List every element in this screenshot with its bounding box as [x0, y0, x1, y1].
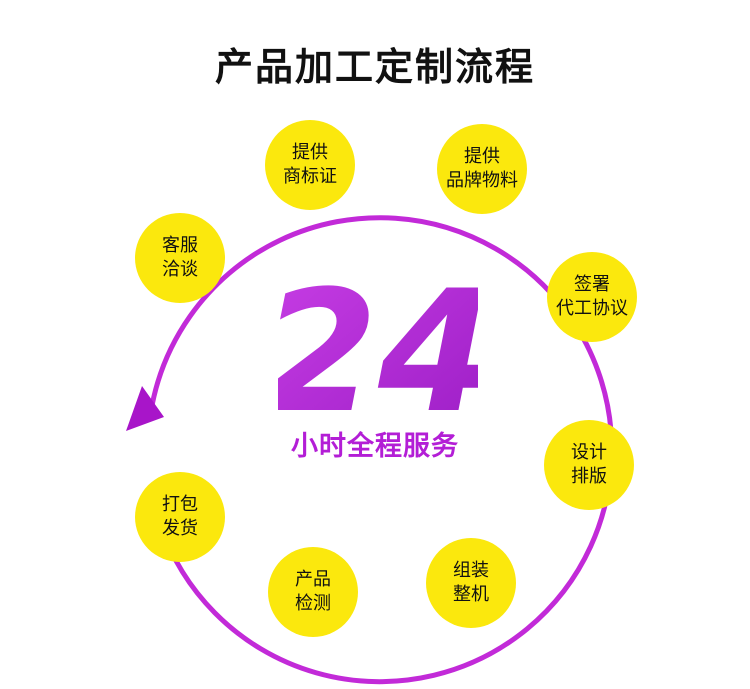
step-node-trademark: 提供 商标证 [265, 120, 355, 210]
step-label-line1: 提供 [464, 146, 500, 167]
step-label-line1: 产品 [295, 569, 331, 590]
step-label-line1: 客服 [162, 235, 198, 256]
step-label-line2: 排版 [571, 466, 607, 487]
cycle-arrowhead-icon [126, 386, 164, 431]
step-label-line1: 设计 [571, 442, 607, 463]
step-node-brand-materials: 提供 品牌物料 [437, 124, 527, 214]
step-label-line2: 检测 [295, 593, 331, 614]
step-label-line2: 整机 [453, 584, 489, 605]
step-node-assembly: 组装 整机 [426, 538, 516, 628]
step-label-line1: 签署 [574, 274, 610, 295]
center-subtitle: 小时全程服务 [291, 431, 459, 462]
step-node-inspection: 产品 检测 [268, 547, 358, 637]
page-title: 产品加工定制流程 [214, 45, 535, 89]
step-node-design: 设计 排版 [544, 420, 634, 510]
big-number-text: 24 [278, 270, 478, 420]
big-number-24: 24 [278, 270, 478, 420]
step-label-line1: 提供 [292, 142, 328, 163]
step-label-line2: 品牌物料 [446, 170, 518, 191]
step-label-line2: 代工协议 [556, 298, 628, 319]
step-label-line1: 打包 [162, 494, 198, 515]
step-node-packing: 打包 发货 [135, 472, 225, 562]
step-label-line2: 发货 [162, 518, 198, 539]
step-label-line1: 组装 [453, 560, 489, 581]
step-label-line2: 商标证 [283, 166, 337, 187]
step-node-agreement: 签署 代工协议 [547, 252, 637, 342]
step-label-line2: 洽谈 [162, 259, 198, 280]
step-node-consultation: 客服 洽谈 [135, 213, 225, 303]
